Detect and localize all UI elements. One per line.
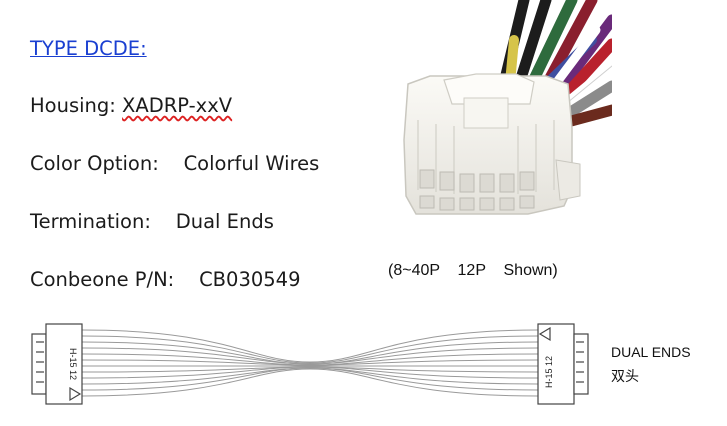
color-option-line: Color Option: Colorful Wires <box>30 152 319 175</box>
cable-wires <box>81 329 539 397</box>
photo-caption: (8~40P 12P Shown) <box>388 262 558 279</box>
housing-value: XADRP-xxV <box>122 94 233 117</box>
dual-ends-label-cn: 双头 <box>611 369 639 385</box>
cable-diagram: H-15 12 H-15 12 <box>31 323 589 405</box>
termination-value: Dual Ends <box>175 210 274 233</box>
left-connector-marking: H-15 12 <box>68 348 78 380</box>
left-connector <box>31 323 83 405</box>
housing-line: Housing: XADRP-xxV <box>30 94 232 117</box>
right-connector <box>537 323 589 405</box>
color-option-label: Color Option: <box>30 152 159 175</box>
color-option-value: Colorful Wires <box>183 152 320 175</box>
part-number-label: Conbeone P/N: <box>30 268 175 291</box>
right-connector-marking: H-15 12 <box>544 356 554 388</box>
type-code-link[interactable]: TYPE DCDE: <box>30 37 147 60</box>
housing-label: Housing: <box>30 94 116 117</box>
connector-housing <box>403 73 581 215</box>
dual-ends-label: DUAL ENDS <box>611 344 691 360</box>
part-number-line: Conbeone P/N: CB030549 <box>30 268 301 291</box>
termination-line: Termination: Dual Ends <box>30 210 274 233</box>
termination-label: Termination: <box>30 210 151 233</box>
connector-photo <box>403 0 612 215</box>
part-number-value: CB030549 <box>199 268 301 291</box>
